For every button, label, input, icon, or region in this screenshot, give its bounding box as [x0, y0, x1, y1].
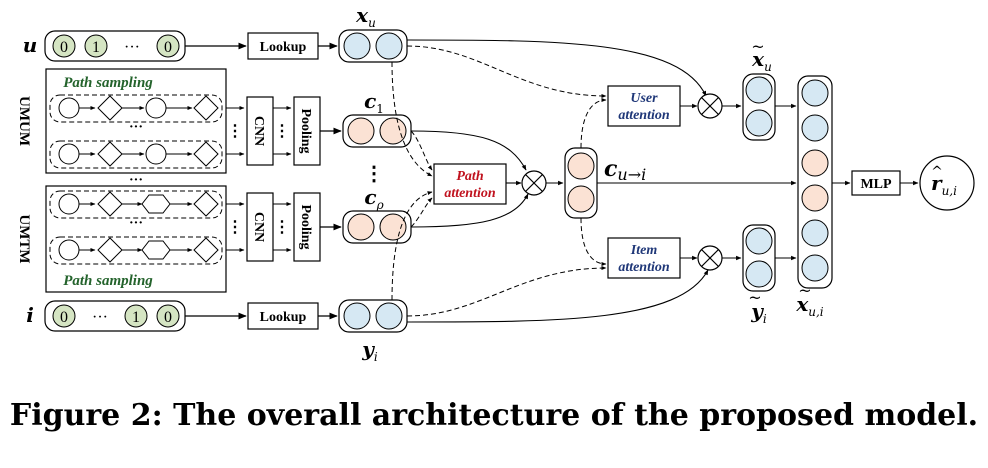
item-attention-box — [607, 237, 681, 279]
tilde-accent: ~ — [748, 288, 761, 307]
symbol-y-tilde-i: yi — [750, 299, 767, 326]
item-input-label: i — [26, 303, 34, 327]
umtm-path-panel — [45, 185, 227, 293]
umtm-path-instance — [49, 236, 223, 265]
symbol-c-rho: cρ — [364, 185, 383, 212]
path-attention-box — [433, 163, 507, 205]
attended-user-embedding — [742, 73, 776, 141]
hat-accent: ^ — [931, 164, 943, 180]
vertical-ellipsis: ⋮ — [227, 219, 243, 236]
user-one-hot-cell — [84, 34, 108, 58]
user-one-hot-ellipsis: ··· — [124, 39, 140, 56]
item-one-hot-value: 0 — [164, 309, 172, 326]
item-one-hot-value: 0 — [60, 309, 68, 326]
item-one-hot-ellipsis: ··· — [92, 309, 108, 326]
meta-path-umum-label: UMUM — [16, 96, 32, 146]
umum-path-instance — [49, 94, 223, 123]
user-input-label: u — [23, 33, 38, 57]
user-embedding-xu — [338, 29, 408, 63]
architecture-diagram: u 0 1 ··· 0 Lookup xu Path sampling UMUM… — [16, 3, 975, 364]
umum-pooling-box — [293, 96, 321, 166]
umum-cnn-box — [246, 96, 274, 166]
symbol-x-u: xu — [355, 3, 376, 30]
symbol-x-tilde-u: xu — [751, 47, 772, 74]
user-one-hot-value: 0 — [164, 39, 172, 56]
user-attention-label-line1: User — [630, 91, 658, 106]
vertical-ellipsis: ⋮ — [274, 219, 290, 236]
umum-path-instance — [49, 140, 223, 169]
item-one-hot-value: 1 — [132, 309, 140, 326]
path-sampling-label: Path sampling — [63, 75, 153, 91]
mlp-label: MLP — [860, 177, 892, 192]
symbol-x-tilde-ui: xu,i — [795, 292, 823, 319]
umtm-path-instance — [49, 190, 223, 219]
umum-cnn-label: CNN — [251, 116, 266, 146]
path-instance-ellipsis: ··· — [129, 216, 143, 231]
path-embedding-c1 — [342, 114, 412, 148]
vertical-ellipsis: ⋮ — [227, 123, 243, 140]
umtm-cnn-box — [246, 192, 274, 262]
item-attention-label-line1: Item — [630, 243, 658, 258]
item-one-hot-vector: 0 ··· 1 0 — [44, 300, 186, 332]
item-attention-otimes — [697, 245, 723, 271]
umum-path-panel — [45, 68, 227, 174]
path-instance-ellipsis: ··· — [129, 120, 143, 135]
user-lookup-box — [247, 32, 319, 60]
umtm-cnn-label: CNN — [251, 212, 266, 242]
tilde-accent: ~ — [751, 37, 764, 56]
user-one-hot-vector: 0 1 ··· 0 — [44, 30, 186, 62]
symbol-c-1: c1 — [364, 89, 384, 116]
path-attention-label-line1: Path — [456, 169, 483, 184]
meta-path-ellipsis: ··· — [129, 173, 143, 188]
user-one-hot-cell — [52, 34, 76, 58]
tilde-accent: ~ — [798, 281, 811, 300]
user-one-hot-value: 0 — [60, 39, 68, 56]
umtm-pooling-box — [293, 192, 321, 262]
figure-caption: Figure 2: The overall architecture of th… — [9, 398, 979, 433]
path-aggregation-otimes — [521, 170, 547, 196]
user-one-hot-cell — [156, 34, 180, 58]
path-sampling-label: Path sampling — [63, 273, 153, 289]
symbol-c-u-to-i: cu→i — [604, 156, 646, 184]
item-one-hot-cell — [52, 304, 76, 328]
user-lookup-label: Lookup — [260, 40, 307, 55]
user-attention-label-line2: attention — [618, 108, 670, 123]
user-attention-otimes — [697, 93, 723, 119]
concatenated-embedding — [797, 75, 833, 289]
vertical-ellipsis: ⋮ — [364, 163, 384, 185]
symbol-r-hat: ru,i — [931, 171, 957, 198]
umtm-pooling-label: Pooling — [298, 204, 313, 249]
predicted-rating-node — [919, 155, 975, 211]
item-attention-label-line2: attention — [618, 260, 670, 275]
item-one-hot-cell — [124, 304, 148, 328]
umum-pooling-label: Pooling — [298, 108, 313, 153]
meta-path-umtm-label: UMTM — [16, 214, 32, 263]
user-one-hot-value: 1 — [92, 39, 100, 56]
item-lookup-label: Lookup — [260, 310, 307, 325]
path-attention-label-line2: attention — [444, 186, 496, 201]
attended-item-embedding — [742, 224, 776, 292]
vertical-ellipsis: ⋮ — [274, 123, 290, 140]
aggregated-path-embedding-cui — [564, 147, 598, 219]
item-one-hot-cell — [156, 304, 180, 328]
path-embedding-crho — [342, 210, 412, 244]
item-embedding-yi — [338, 299, 408, 333]
symbol-y-i: yi — [361, 337, 378, 364]
